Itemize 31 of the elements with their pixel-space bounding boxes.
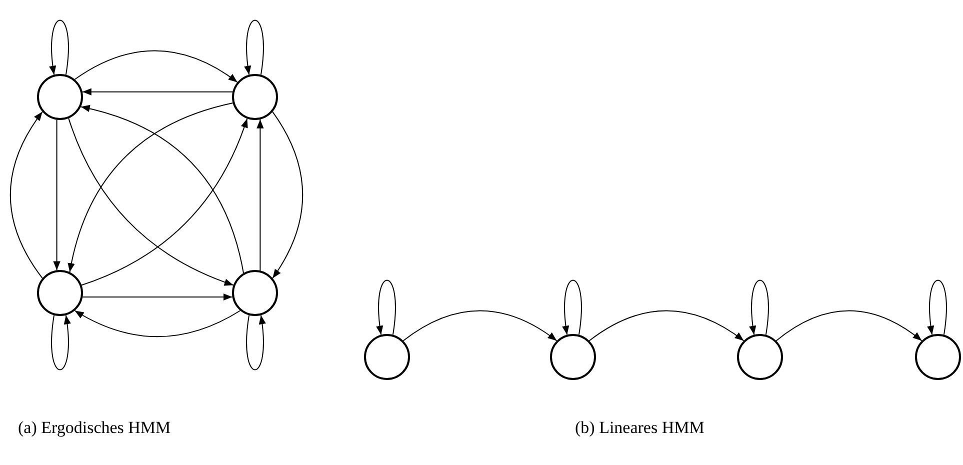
self-loop-arrow	[49, 20, 69, 76]
state-circle	[37, 270, 83, 316]
subfigure-caption: (a) Ergodisches HMM	[18, 418, 171, 438]
self-loop-arrow	[927, 280, 947, 336]
self-loop-arrow	[51, 314, 71, 370]
state-circle	[37, 74, 83, 120]
transition-arrow	[776, 310, 922, 342]
state-circle	[364, 334, 410, 380]
transition-arrow	[272, 111, 304, 279]
transition-arrow	[81, 118, 248, 286]
transition-arrow	[82, 293, 233, 301]
transition-arrow	[82, 88, 234, 96]
self-loop-arrow	[562, 280, 582, 336]
transition-arrow	[256, 118, 264, 272]
transition-arrow	[53, 119, 60, 271]
self-loop-arrow	[244, 20, 264, 76]
self-loop-arrow	[749, 280, 769, 336]
transition-arrow	[68, 118, 234, 286]
self-loop-arrow	[246, 314, 266, 370]
transition-arrow	[74, 310, 241, 338]
state-circle	[550, 334, 596, 380]
state-circle	[737, 334, 783, 380]
state-circle	[232, 270, 278, 316]
transition-arrow	[402, 310, 558, 342]
self-loop-arrow	[376, 280, 396, 336]
transition-arrow	[588, 310, 744, 342]
subfigure-caption: (b) Lineares HMM	[575, 418, 704, 438]
transition-arrow	[10, 111, 43, 279]
transition-arrow	[74, 50, 238, 83]
state-circle	[232, 74, 278, 120]
state-circle	[915, 334, 961, 380]
